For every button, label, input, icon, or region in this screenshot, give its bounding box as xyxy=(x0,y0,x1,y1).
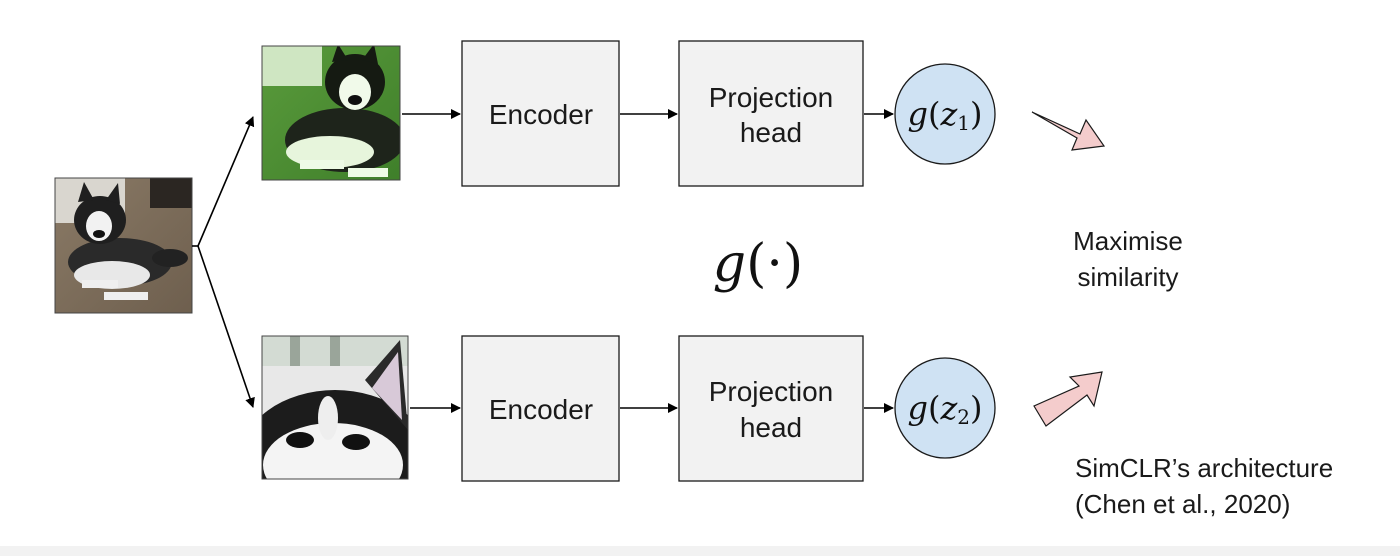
input-image xyxy=(55,178,192,313)
similarity-arrow-top-icon xyxy=(1031,111,1106,151)
objective-label-line2: similarity xyxy=(1077,262,1178,292)
projection-head-label-bottom-line1: Projection xyxy=(709,376,834,407)
branch-connectors xyxy=(192,116,255,408)
branch-arrow-bottom xyxy=(197,245,255,408)
similarity-arrow-bottom-icon xyxy=(1033,371,1103,427)
output-label-bottom: g(z2) xyxy=(907,389,982,429)
branch-arrow-top xyxy=(197,116,255,247)
output-label-top: g(z1) xyxy=(907,95,982,135)
projection-head-box-top xyxy=(678,40,864,187)
encoder-label-top: Encoder xyxy=(489,99,593,130)
projection-head-label-bottom-line2: head xyxy=(740,412,802,443)
pipeline-top: Encoder Projection head g(z1) xyxy=(461,40,996,187)
caption-line1: SimCLR’s architecture xyxy=(1075,453,1333,483)
caption-line2: (Chen et al., 2020) xyxy=(1075,489,1290,519)
flow-arrows xyxy=(402,109,894,413)
bottom-divider-strip xyxy=(0,546,1400,556)
augmented-image-bottom xyxy=(262,336,408,479)
encoder-box-top xyxy=(461,40,620,187)
objective-label-line1: Maximise xyxy=(1073,226,1183,256)
output-node-bottom xyxy=(894,357,996,459)
projection-head-label-top-line2: head xyxy=(740,117,802,148)
pipeline-bottom: Encoder Projection head g(z2) xyxy=(461,335,996,482)
shared-function-label: g(·) xyxy=(713,234,803,294)
encoder-label-bottom: Encoder xyxy=(489,394,593,425)
projection-head-box-bottom xyxy=(678,335,864,482)
augmented-image-top xyxy=(262,46,400,180)
encoder-box-bottom xyxy=(461,335,620,482)
output-node-top xyxy=(894,63,996,165)
projection-head-label-top-line1: Projection xyxy=(709,82,834,113)
